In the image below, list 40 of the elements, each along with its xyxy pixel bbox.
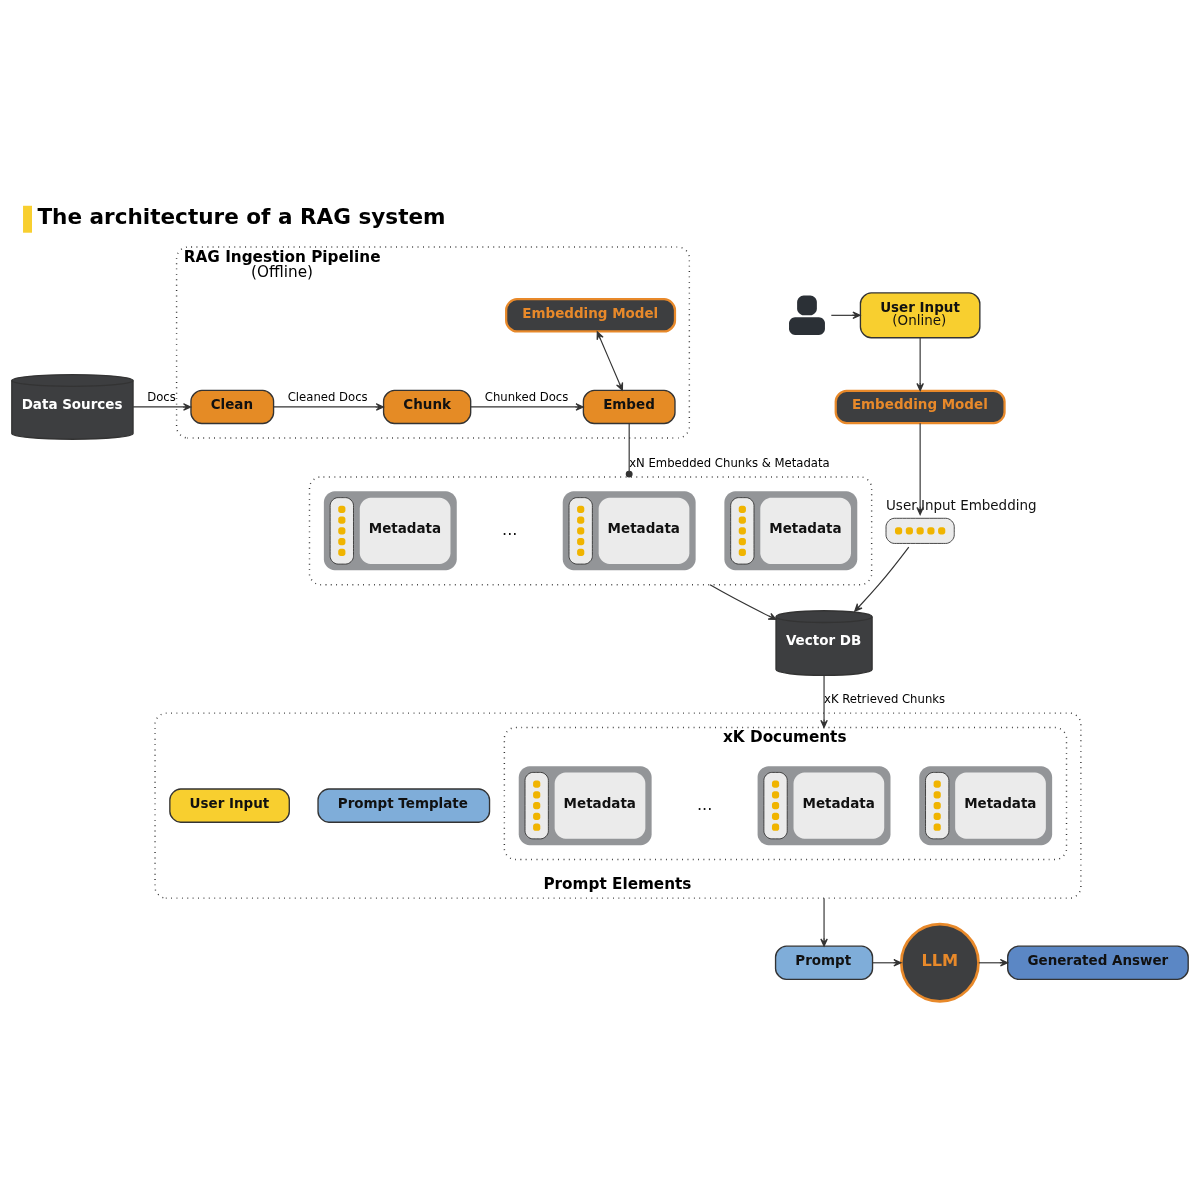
node-box: Metadata (757, 766, 891, 846)
node-box: User Input (169, 788, 290, 823)
node-box: Prompt (774, 945, 874, 981)
node-box: Metadata (323, 491, 457, 571)
label: ... (502, 519, 518, 539)
node-box: Metadata (562, 491, 696, 571)
edge-label: Docs (147, 390, 176, 404)
node-box: Embed (582, 389, 676, 425)
node-box: Metadata (518, 766, 652, 846)
node-box: Chunk (382, 389, 472, 425)
connector (625, 422, 633, 478)
arrow (709, 584, 777, 621)
arrow (872, 958, 902, 967)
label: ... (696, 794, 713, 814)
diagram-title: The architecture of a RAG system (37, 203, 446, 229)
arrow (470, 403, 584, 411)
arrow (820, 897, 828, 947)
node-box: Generated Answer (1007, 945, 1189, 981)
arrow (916, 337, 924, 392)
arrow (820, 675, 828, 729)
node-box: Metadata (919, 766, 1053, 846)
node-box: User Input (Online) (859, 292, 981, 339)
arrow (854, 546, 910, 612)
arrow (273, 403, 385, 411)
node-box: Embedding Model (505, 298, 677, 333)
arrow (830, 311, 861, 320)
arrow (132, 403, 192, 411)
arrow (916, 422, 924, 516)
edge-label: xN Embedded Chunks & Metadata (629, 455, 830, 470)
edge-label: Cleaned Docs (287, 390, 368, 404)
arrow (596, 331, 624, 391)
node-circle: LLM (899, 922, 980, 1003)
node-box: Prompt Template (317, 788, 491, 823)
edge-label: xK Retrieved Chunks (824, 691, 946, 706)
node-box: Embedding Model (834, 389, 1006, 425)
edge-label: Chunked Docs (484, 390, 569, 404)
node-label: User Input Embedding (886, 497, 1037, 514)
node-box: Clean (190, 389, 275, 425)
arrow (978, 958, 1009, 967)
node-box: Metadata (724, 491, 858, 571)
